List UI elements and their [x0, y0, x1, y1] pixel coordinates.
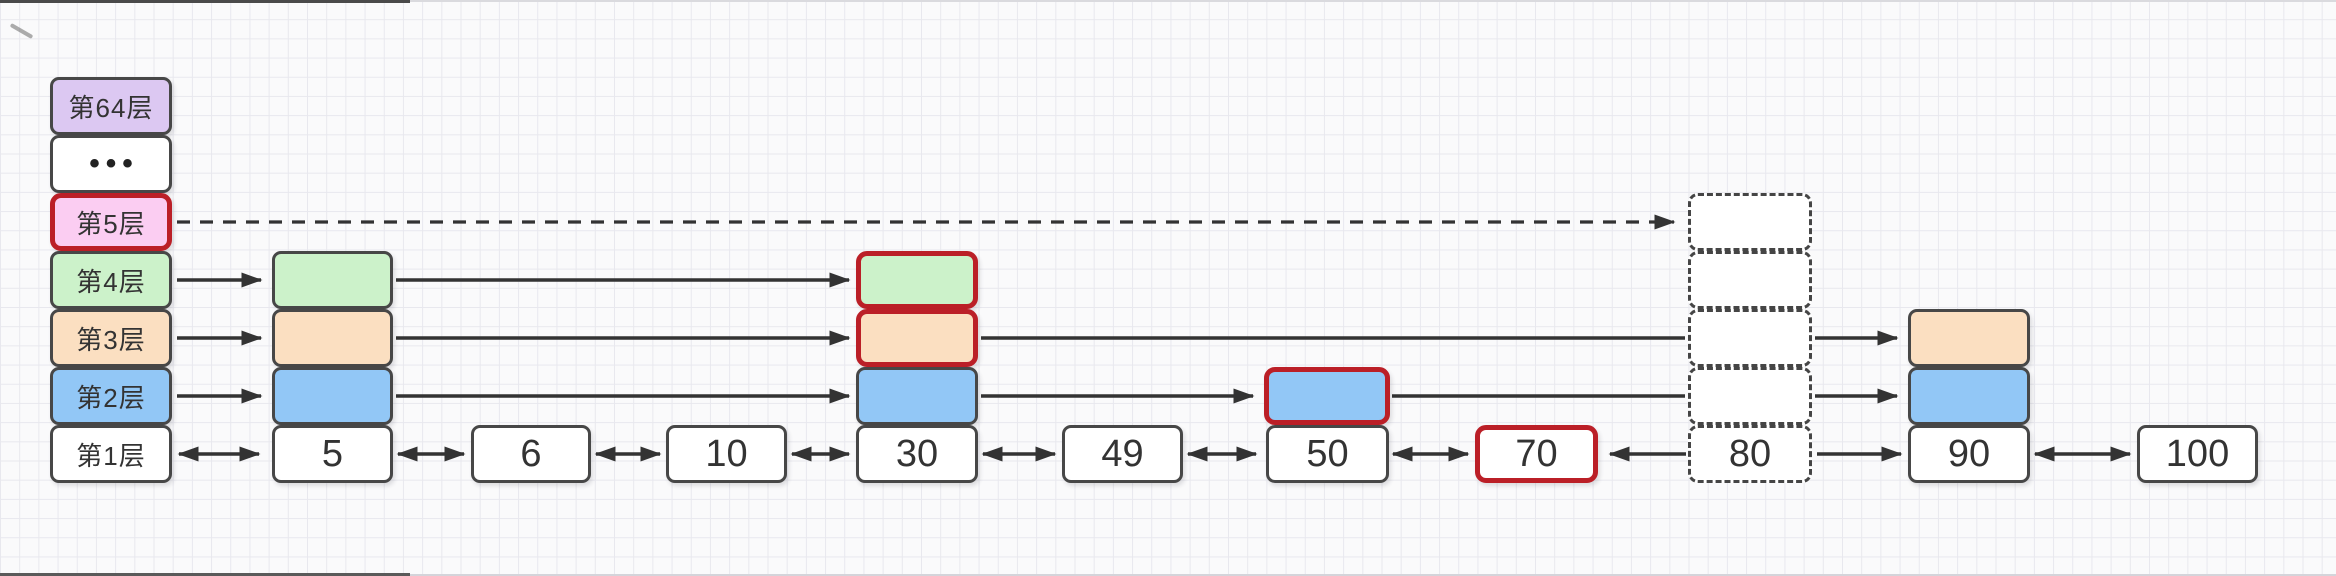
node-5-level-3-cell	[272, 309, 393, 367]
node-50-value: 50	[1306, 432, 1349, 475]
legend-level-4-label: 第4层	[76, 266, 146, 297]
node-5: 5	[272, 425, 393, 483]
legend-level-5-label: 第5层	[76, 208, 146, 239]
legend-level-2-label: 第2层	[76, 382, 146, 413]
node-80-level-4-cell-dashed	[1688, 251, 1812, 309]
node-80-level-3-cell-dashed	[1688, 309, 1812, 367]
legend-level-64-label: 第64层	[68, 92, 154, 123]
node-5-value: 5	[321, 432, 344, 475]
node-100-value: 100	[2165, 432, 2230, 475]
node-80-dashed: 80	[1688, 425, 1812, 483]
top-edge-dark-segment	[0, 0, 410, 3]
legend-level-4: 第4层	[50, 251, 172, 309]
node-80-level-2-cell-dashed	[1688, 367, 1812, 425]
bottom-edge-dark-segment	[0, 573, 410, 576]
legend-level-5: 第5层	[50, 193, 172, 251]
node-50: 50	[1266, 425, 1389, 483]
node-5-level-4-cell	[272, 251, 393, 309]
node-90: 90	[1908, 425, 2030, 483]
legend-ellipsis: •••	[50, 135, 172, 193]
node-30: 30	[856, 425, 978, 483]
legend-level-3: 第3层	[50, 309, 172, 367]
legend-level-3-label: 第3层	[76, 324, 146, 355]
node-70-value: 70	[1515, 432, 1558, 475]
node-6: 6	[471, 425, 591, 483]
node-5-level-2-cell	[272, 367, 393, 425]
legend-level-1-label: 第1层	[76, 440, 146, 471]
legend-ellipsis-label: •••	[89, 147, 139, 180]
node-100: 100	[2137, 425, 2258, 483]
node-90-level-3-cell	[1908, 309, 2030, 367]
node-30-level-4-cell-highlighted	[856, 251, 978, 309]
node-80-value: 80	[1728, 432, 1772, 475]
node-30-level-2-cell	[856, 367, 978, 425]
bottom-edge-line	[0, 574, 2336, 576]
node-80-level-5-cell-dashed	[1688, 193, 1812, 251]
node-6-value: 6	[520, 432, 542, 475]
node-90-value: 90	[1947, 432, 1991, 475]
node-90-level-2-cell	[1908, 367, 2030, 425]
node-49-value: 49	[1101, 432, 1144, 475]
node-10: 10	[666, 425, 787, 483]
legend-level-2: 第2层	[50, 367, 172, 425]
top-edge-line	[0, 0, 2336, 2]
node-49: 49	[1062, 425, 1183, 483]
legend-level-1: 第1层	[50, 425, 172, 483]
legend-level-64: 第64层	[50, 77, 172, 135]
node-10-value: 10	[705, 432, 748, 475]
node-50-level-2-cell-highlighted	[1264, 367, 1390, 425]
node-30-level-3-cell-highlighted	[856, 309, 978, 367]
node-30-value: 30	[895, 432, 939, 475]
node-70-highlighted: 70	[1475, 425, 1598, 483]
